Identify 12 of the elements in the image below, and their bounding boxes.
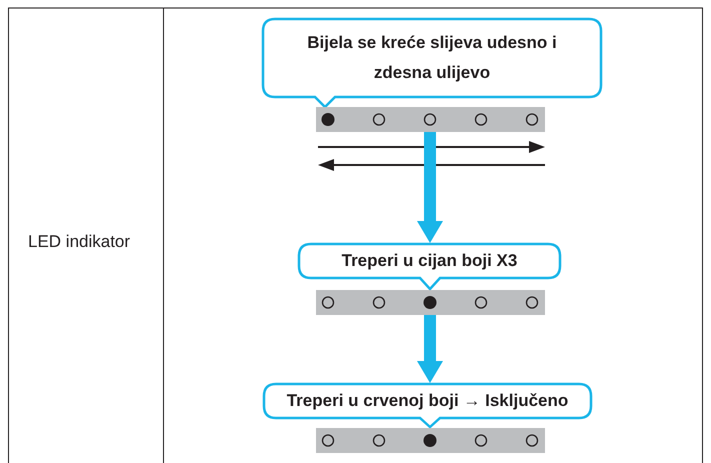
arrow	[417, 132, 443, 243]
led-bar	[316, 107, 545, 132]
bubble-text: Treperi u crvenoj boji → Isključeno	[286, 390, 570, 412]
arrow	[417, 315, 443, 383]
led-bar	[316, 290, 545, 315]
speech-bubble	[298, 243, 561, 290]
bubble-text: Bijela se kreće slijeva udesno i zdesna ulijevo	[306, 32, 558, 84]
led-bar	[316, 428, 545, 453]
bubble-text: Treperi u cijan boji X3	[340, 250, 518, 272]
speech-bubble	[263, 383, 592, 428]
speech-bubble	[262, 18, 602, 108]
table-cell-text: LED indikator	[28, 232, 130, 252]
